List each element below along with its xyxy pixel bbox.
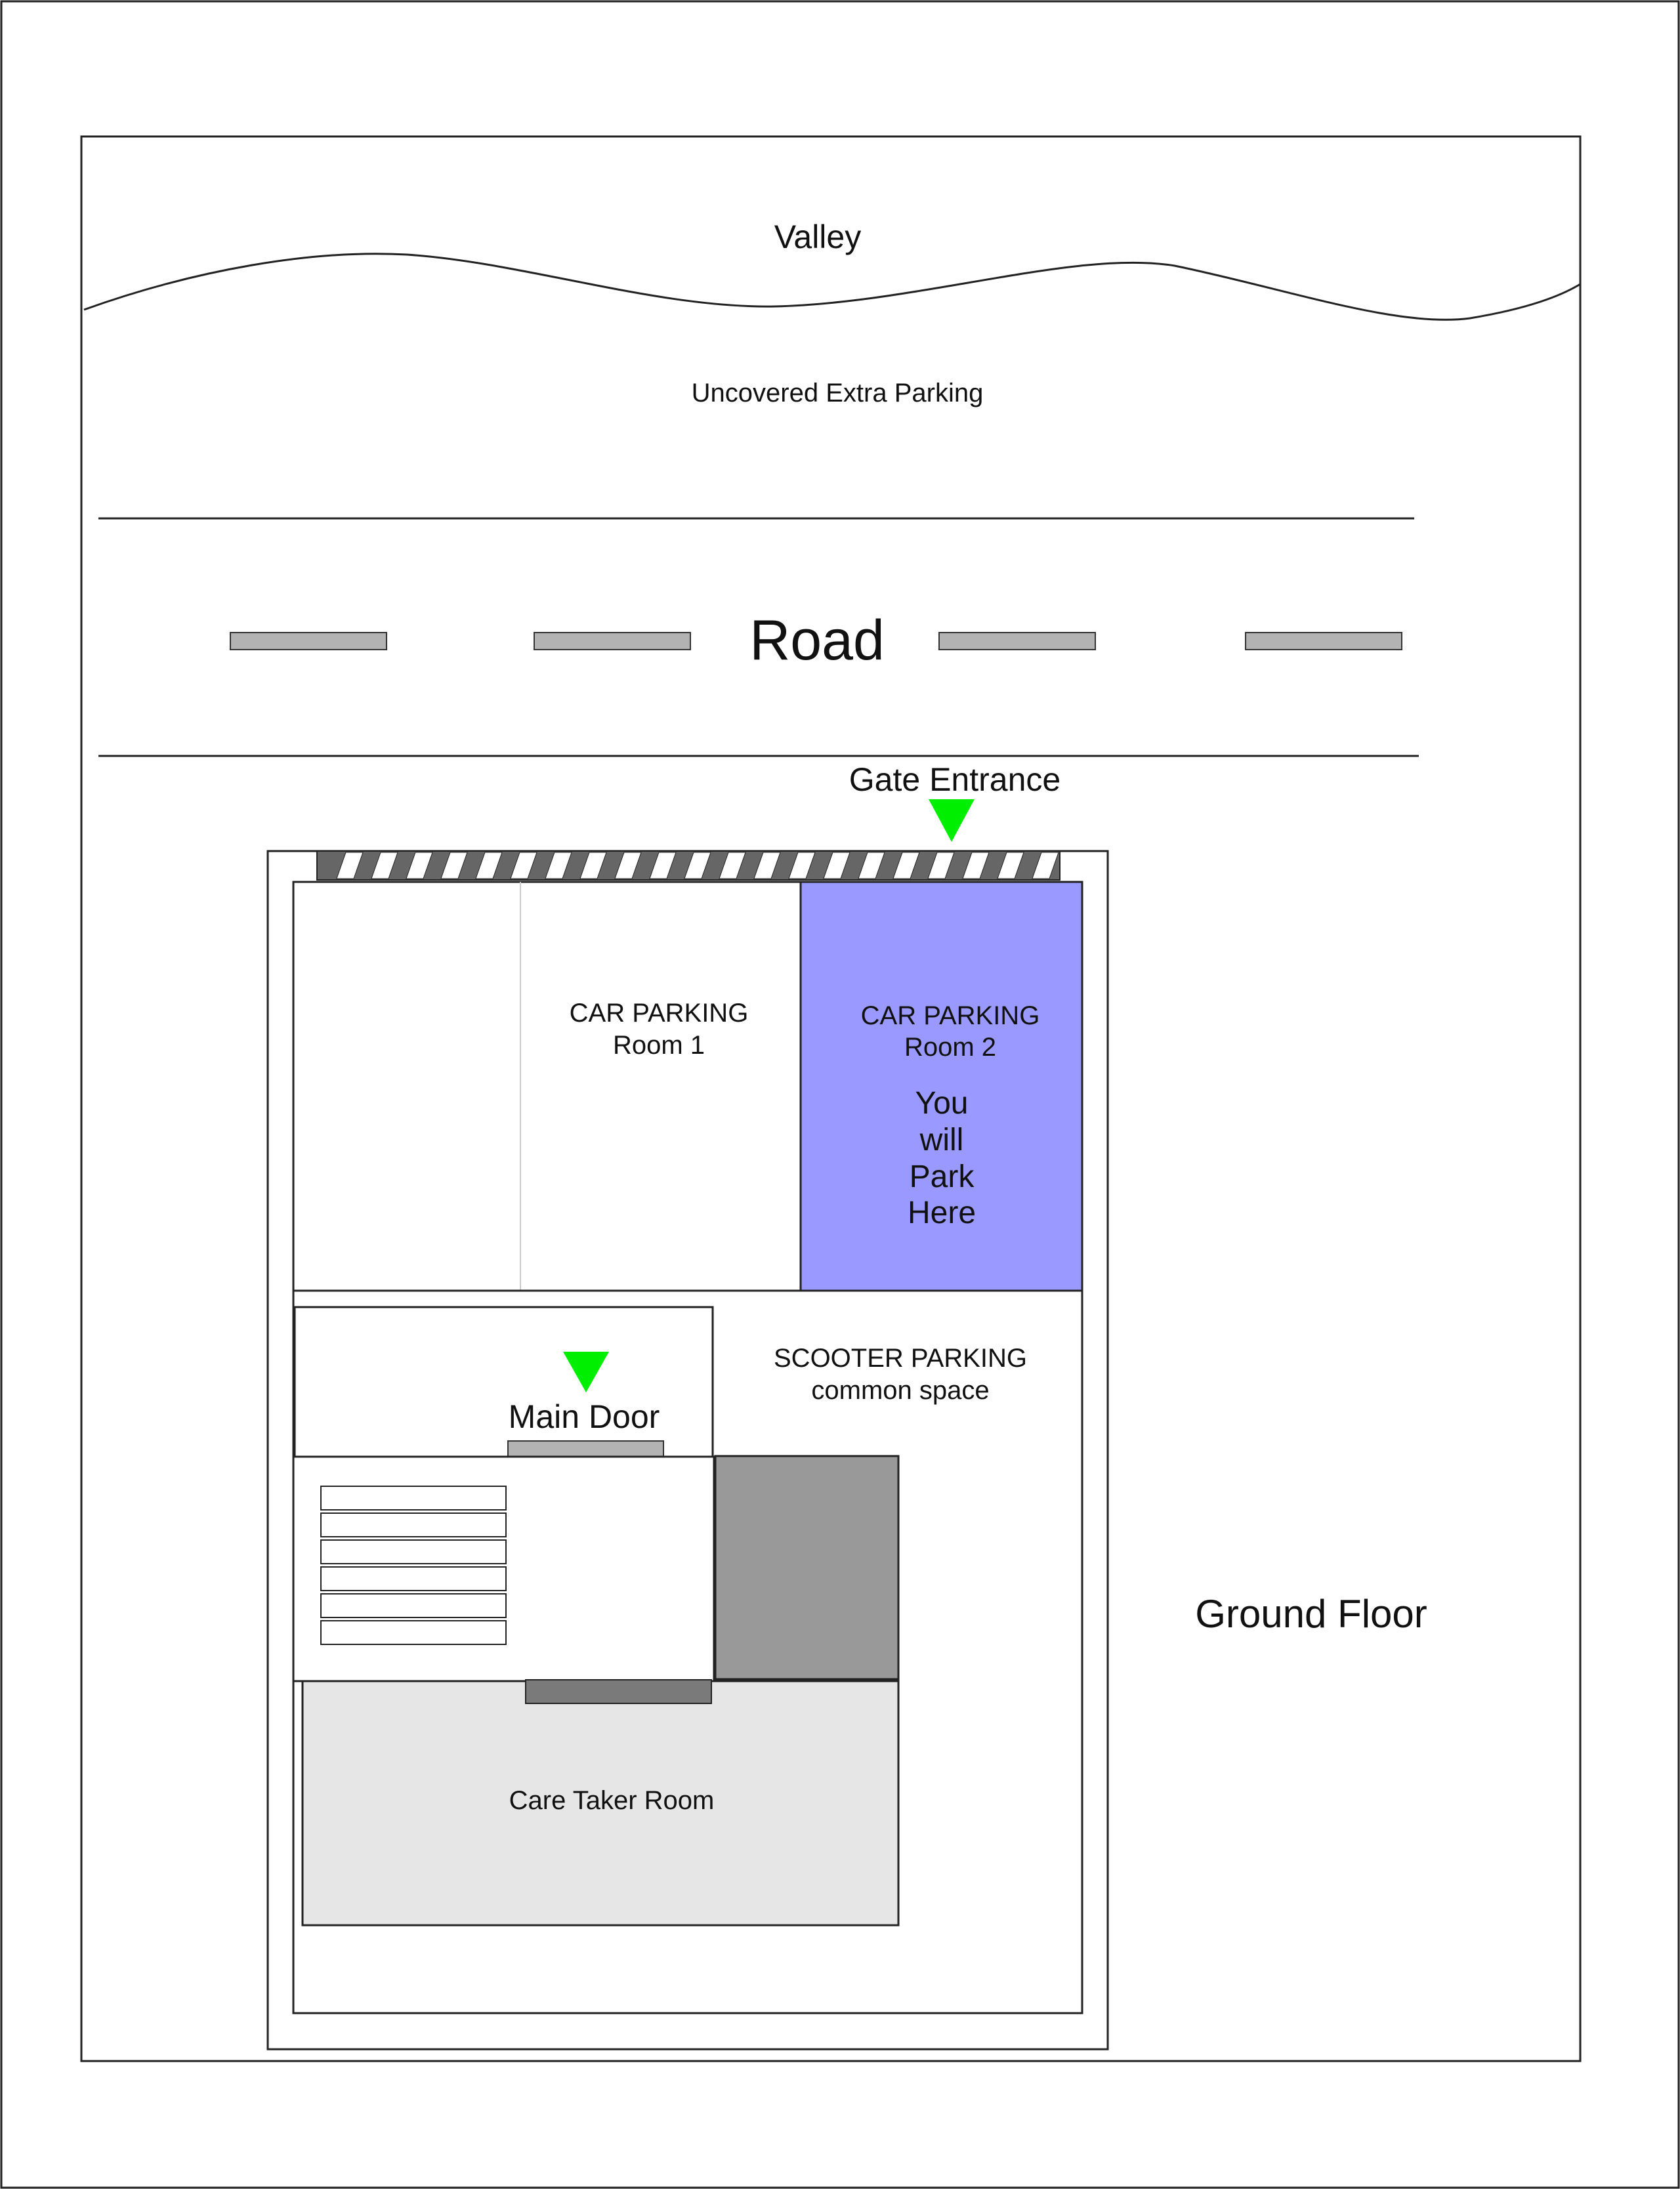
park-here-line2: will [919, 1123, 964, 1157]
road-dash [1245, 632, 1402, 650]
road-dash [230, 632, 387, 650]
stair-step [320, 1486, 507, 1511]
main-door [507, 1440, 664, 1457]
car-parking-room2-label: CAR PARKING [861, 1001, 1040, 1030]
triangle-down-icon [929, 799, 975, 842]
care-taker-room [301, 1680, 900, 1927]
utility-block [714, 1455, 900, 1680]
gate-stripe [649, 852, 677, 879]
gate-stripe [406, 852, 433, 879]
valley-label: Valley [774, 219, 861, 255]
gate-stripe [440, 852, 468, 879]
gate-stripe [475, 852, 503, 879]
gate-stripe [719, 852, 746, 879]
site-boundary [80, 135, 1582, 2062]
scooter-parking-sublabel: common space [811, 1376, 989, 1405]
care-taker-room-label: Care Taker Room [509, 1786, 715, 1815]
scooter-parking-label: SCOOTER PARKING [774, 1344, 1027, 1373]
gate-stripe [927, 852, 955, 879]
gate-entrance-label: Gate Entrance [849, 761, 1060, 798]
gate-stripe [788, 852, 816, 879]
park-here-line1: You [915, 1086, 969, 1121]
road-dash [534, 632, 691, 650]
gate-stripe [892, 852, 920, 879]
gate-stripe [336, 852, 364, 879]
road-label: Road [749, 609, 885, 672]
gate-stripe [614, 852, 642, 879]
stair-step [320, 1566, 507, 1591]
car-parking-room2-highlight [799, 881, 1083, 1292]
stair-step [320, 1512, 507, 1537]
staircase [320, 1486, 507, 1645]
car-parking-room2-sublabel: Room 2 [904, 1033, 996, 1062]
gate-stripe [545, 852, 572, 879]
gate-bar [316, 850, 1060, 881]
road-dash [938, 632, 1096, 650]
gate-stripe [823, 852, 850, 879]
uncovered-parking-label: Uncovered Extra Parking [692, 379, 984, 407]
building-inner-wall [292, 881, 1083, 2014]
gate-stripe [510, 852, 537, 879]
gate-stripe [684, 852, 711, 879]
gate-stripe [1032, 852, 1059, 879]
park-here-line3: Park [910, 1159, 975, 1194]
valley-edge [83, 253, 1581, 321]
triangle-down-icon [563, 1352, 609, 1392]
gate-stripe [371, 852, 398, 879]
stair-step [320, 1620, 507, 1645]
gate-stripe [962, 852, 990, 879]
car-parking-room1-sublabel: Room 1 [613, 1031, 705, 1060]
park-here-line4: Here [908, 1196, 976, 1230]
care-taker-door [525, 1679, 712, 1704]
gate-stripe [997, 852, 1024, 879]
main-door-label: Main Door [509, 1398, 660, 1435]
gate-stripe [579, 852, 607, 879]
car-parking-room1-label: CAR PARKING [570, 999, 749, 1028]
ground-floor-label: Ground Floor [1195, 1592, 1427, 1636]
stair-step [320, 1593, 507, 1618]
gate-stripe [753, 852, 781, 879]
gate-stripe [858, 852, 885, 879]
stair-step [320, 1539, 507, 1564]
